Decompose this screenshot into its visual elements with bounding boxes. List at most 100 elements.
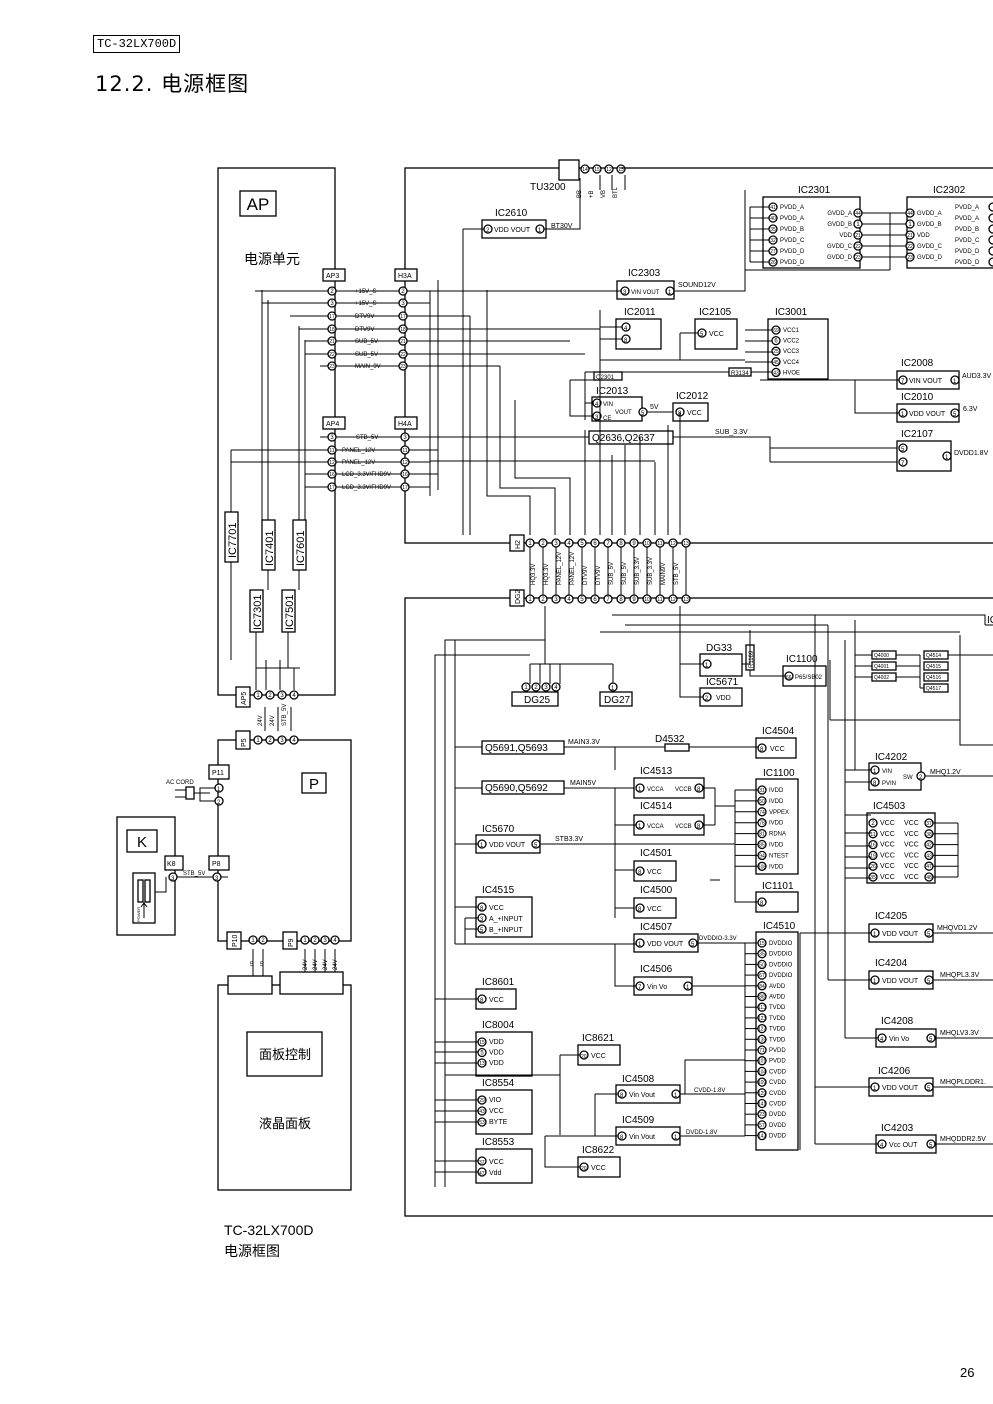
svg-text:12: 12 bbox=[329, 460, 335, 466]
sub-3-3v-label: SUB_3.3V bbox=[715, 429, 748, 436]
ic4514-label: IC4514 bbox=[640, 801, 673, 812]
svg-text:2: 2 bbox=[871, 821, 875, 827]
p10-connector bbox=[226, 931, 242, 950]
ic4510-pin-71: 71 bbox=[757, 1045, 767, 1055]
q-right-label-1: Q4515 bbox=[926, 664, 941, 670]
svg-text:23: 23 bbox=[400, 364, 406, 370]
ap5-pin-3: 3 bbox=[277, 690, 287, 700]
h4a-label: H4A bbox=[398, 421, 412, 428]
q5691-label: Q5691,Q5693 bbox=[485, 743, 548, 754]
ap-label-box bbox=[239, 190, 277, 217]
dg2-pin-4: 4 bbox=[564, 594, 574, 604]
q-left-label-2: Q4002 bbox=[874, 675, 889, 681]
h2-pin-3: 3 bbox=[551, 538, 561, 548]
ic7501-label: IC7501 bbox=[284, 595, 296, 630]
p10-label: P10 bbox=[232, 934, 239, 947]
svg-text:3: 3 bbox=[401, 301, 405, 307]
ic8553-box bbox=[475, 1148, 533, 1184]
svg-text:29: 29 bbox=[479, 1098, 485, 1104]
svg-text:4: 4 bbox=[595, 402, 599, 408]
ap3-pin-23: 23 bbox=[327, 361, 337, 371]
svg-text:139: 139 bbox=[758, 1037, 767, 1043]
svg-text:50: 50 bbox=[759, 799, 765, 805]
svg-text:1: 1 bbox=[303, 938, 307, 944]
svg-text:21: 21 bbox=[400, 339, 406, 345]
mhq12v-label: MHQ1.2V bbox=[930, 769, 961, 776]
ac-plug-icon bbox=[185, 786, 195, 800]
ic4208-label: IC4208 bbox=[881, 1016, 914, 1027]
ic2013-pin-vin: VIN bbox=[603, 402, 613, 408]
ap3-pin-3: 3 bbox=[327, 298, 337, 308]
p5-pin-2: 2 bbox=[265, 735, 275, 745]
h2-pin-10: 10 bbox=[642, 538, 652, 548]
ic4503-lpin-2: 2 bbox=[868, 818, 878, 828]
ic4510-pin-67: 67 bbox=[757, 970, 767, 980]
ap4-signal-0: STB_5V bbox=[356, 435, 378, 441]
ic2302-label: IC2302 bbox=[933, 185, 966, 196]
main33v-label: MAIN3.3V bbox=[568, 739, 600, 746]
p9-signal-2: 24V bbox=[323, 959, 329, 970]
svg-text:1: 1 bbox=[217, 787, 221, 793]
ic2301-rname-2: VDD bbox=[839, 233, 852, 239]
svg-text:11: 11 bbox=[870, 832, 875, 838]
h4a-pin-12: 12 bbox=[400, 457, 410, 467]
svg-text:109: 109 bbox=[758, 1080, 767, 1086]
ic2008-pins: VIN VOUT bbox=[909, 378, 943, 385]
ic4509-label: IC4509 bbox=[622, 1115, 655, 1126]
svg-text:7: 7 bbox=[901, 461, 905, 467]
svg-text:20: 20 bbox=[581, 1166, 587, 1172]
svg-text:10: 10 bbox=[644, 541, 650, 547]
h2-label: H2 bbox=[515, 540, 522, 549]
ic1100b-pin-85: 85 bbox=[757, 839, 767, 850]
ic2013-pin-vout: VOUT bbox=[615, 410, 632, 416]
ic2301-rpin-0: 44 bbox=[853, 208, 863, 218]
ic2010-label: IC2010 bbox=[901, 392, 934, 403]
ic4514-vccb: VCCB bbox=[675, 824, 692, 830]
ic4507-label: IC4507 bbox=[640, 922, 673, 933]
svg-text:2: 2 bbox=[919, 775, 923, 781]
h2-signal-8: SUB_3.3V bbox=[635, 557, 641, 585]
svg-text:7: 7 bbox=[606, 597, 610, 603]
h3a-pin-22: 22 bbox=[398, 349, 408, 359]
ic1100b-pin-31: 31 bbox=[757, 785, 767, 795]
svg-text:35: 35 bbox=[870, 875, 876, 881]
svg-text:13: 13 bbox=[618, 167, 624, 173]
k8-signal-label: STB_5V bbox=[183, 871, 205, 877]
p9-pin-4: 4 bbox=[330, 935, 340, 945]
p-unit-frame bbox=[217, 739, 352, 942]
p5-signal-1: 24V bbox=[270, 715, 276, 726]
ic3001-pin-25: 25 bbox=[771, 346, 781, 356]
h2-signal-6: SUB_5V bbox=[609, 562, 615, 585]
ic8554-pin-53: 53 bbox=[477, 1117, 487, 1127]
svg-text:5: 5 bbox=[929, 1037, 933, 1043]
h2-pin-13: 13 bbox=[681, 538, 691, 548]
ic1100b-pinname-5: IVDD bbox=[769, 843, 784, 849]
svg-text:47: 47 bbox=[479, 1171, 485, 1177]
ic4510-pinname-9: TVDD bbox=[769, 1037, 786, 1043]
ic8622-vcc: VCC bbox=[591, 1165, 606, 1172]
ic2301-rpin-3: 22 bbox=[853, 241, 863, 251]
ic2013-label: IC2013 bbox=[596, 386, 629, 397]
ap3-signal-2: DTV9V bbox=[355, 314, 374, 320]
h2-pin-8: 8 bbox=[616, 538, 626, 548]
mhqvd12v-label: MHQVD1.2V bbox=[937, 925, 978, 932]
ic2107-label: IC2107 bbox=[901, 429, 934, 440]
q5690-label: Q5690,Q5692 bbox=[485, 783, 548, 794]
h2-pin-7: 7 bbox=[603, 538, 613, 548]
svg-text:6: 6 bbox=[774, 339, 778, 345]
aud33v-label: AUD3.3V bbox=[962, 373, 992, 380]
h4a-connector bbox=[394, 416, 418, 430]
ic8004-pinname-1: VDD bbox=[489, 1050, 504, 1057]
svg-text:8: 8 bbox=[760, 901, 764, 907]
svg-text:47: 47 bbox=[926, 864, 932, 870]
page-number: 26 bbox=[960, 1365, 975, 1380]
tu3200-signal-3: BTL bbox=[613, 186, 619, 198]
ic7701-label: IC7701 bbox=[227, 523, 239, 558]
svg-text:74: 74 bbox=[759, 810, 765, 816]
svg-text:12: 12 bbox=[670, 597, 676, 603]
ic8004-pin-5: 5 bbox=[477, 1047, 487, 1058]
ic3001-label: IC3001 bbox=[775, 307, 808, 318]
svg-text:8: 8 bbox=[619, 541, 623, 547]
main5v-label: MAIN5V bbox=[570, 780, 596, 787]
